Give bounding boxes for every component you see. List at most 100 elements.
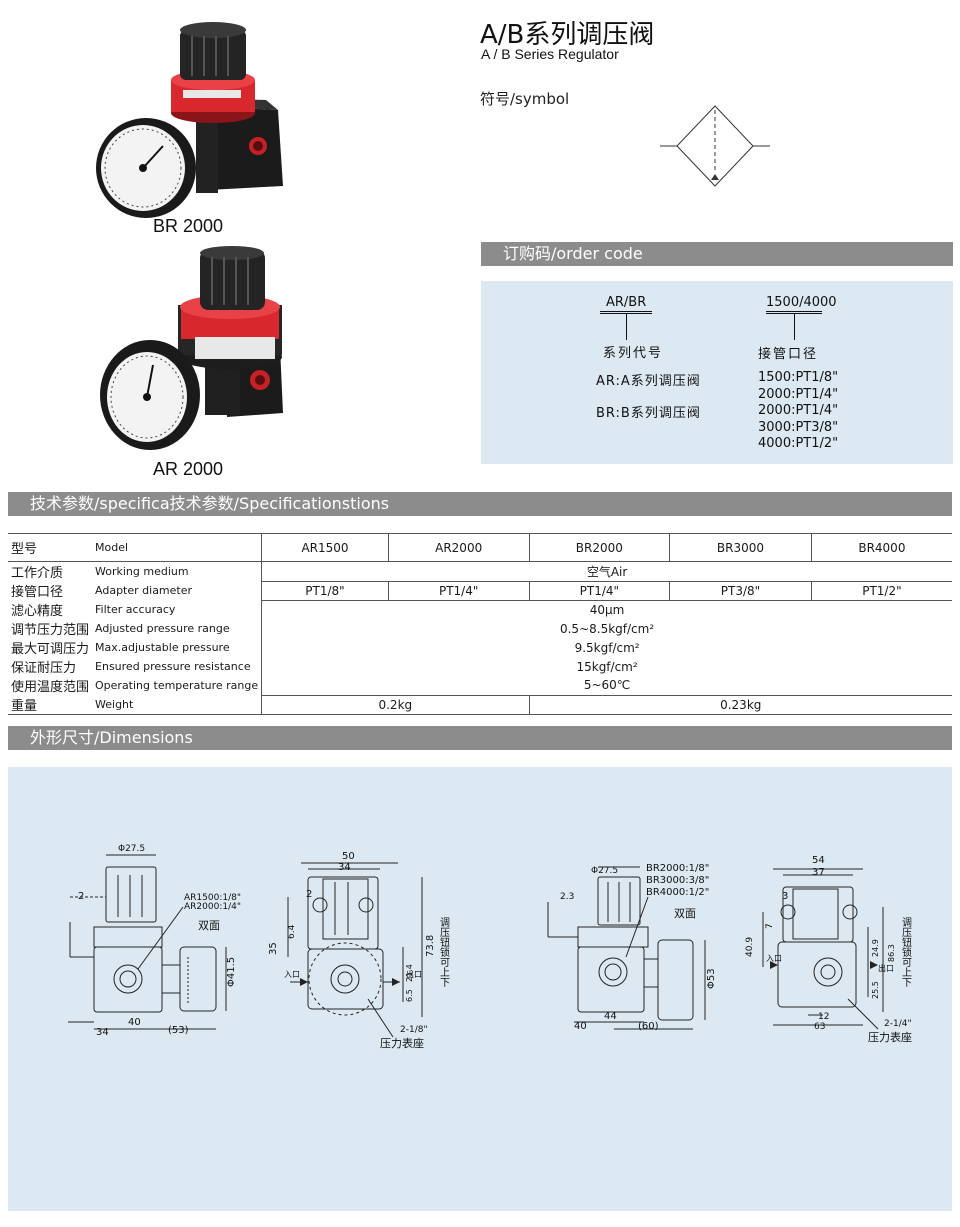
series-code-underline — [600, 311, 652, 314]
dim-label: BR2000:1/8" — [646, 863, 709, 874]
row-value: PT1/8" — [261, 580, 389, 600]
ar2000-label: AR 2000 — [153, 459, 224, 479]
dim-label: 3 — [782, 891, 788, 902]
row-value: 0.2kg — [261, 694, 529, 715]
row-label-cn: 调节压力范围 — [11, 623, 90, 638]
dim-label: 73.8 — [425, 935, 436, 957]
port-code-underline — [766, 311, 822, 314]
regulator-symbol-icon — [660, 105, 770, 187]
table-row: 最大可调压力 Max.adjustable pressure 9.5kgf/cm… — [8, 638, 952, 657]
specs-bar: 技术参数/specifica技术参数/Specificationstions — [8, 492, 952, 516]
table-row: 工作介质 Working medium 空气Air — [8, 561, 952, 581]
row-label-en: Weight — [95, 698, 134, 711]
dim-label: BR3000:3/8" — [646, 875, 709, 886]
dim-label: 44 — [604, 1011, 617, 1022]
dim-label: AR2000:1/4" — [184, 902, 241, 912]
series-code-stem — [626, 314, 627, 340]
row-label-cn: 滤心精度 — [11, 604, 64, 619]
row-value: PT1/4" — [528, 580, 670, 600]
dim-label: 6.5 — [405, 989, 414, 1002]
row-value: 0.5~8.5kgf/cm² — [261, 619, 952, 638]
dimension-drawings: Φ27.5 2 AR1500:1/8" AR2000:1/4" 双面 Φ41.5… — [68, 844, 912, 1050]
dim-label: 7 — [765, 923, 775, 929]
model-cell: BR2000 — [528, 533, 670, 562]
row-label-en: Filter accuracy — [95, 603, 176, 616]
row-label-en: Working medium — [95, 565, 189, 578]
row-label-cn: 保证耐压力 — [11, 661, 77, 676]
order-code-bar: 订购码/order code — [481, 242, 953, 266]
dim-label: 出口 — [878, 963, 894, 973]
dim-label: 40 — [128, 1017, 141, 1028]
dim-label: 入口 — [284, 970, 300, 979]
row-label-cn: 最大可调压力 — [11, 642, 90, 657]
table-row: 调节压力范围 Adjusted pressure range 0.5~8.5kg… — [8, 619, 952, 638]
port-item: 2000:PT1/4" — [758, 403, 839, 418]
dim-label: 调压钮锁可上下 — [900, 917, 912, 988]
dim-label: 调压钮锁可上下 — [438, 917, 450, 988]
port-item: 2000:PT1/4" — [758, 387, 839, 402]
dim-label: AR1500:1/8" — [184, 893, 241, 903]
table-row: 滤心精度 Filter accuracy 40μm — [8, 599, 952, 619]
dimensions-panel — [8, 767, 952, 1211]
row-label-en: Max.adjustable pressure — [95, 641, 230, 654]
row-label-en: Adjusted pressure range — [95, 622, 230, 635]
dim-label: 2 — [306, 889, 312, 900]
symbol-label: 符号/symbol — [480, 90, 570, 108]
model-cell: AR2000 — [387, 533, 529, 562]
dim-label: 12 — [818, 1012, 829, 1022]
port-item: 4000:PT1/2" — [758, 436, 839, 451]
dim-label: 21.4 — [405, 964, 414, 982]
dim-label: 63 — [814, 1022, 825, 1032]
dim-label: 双面 — [674, 907, 696, 920]
dim-label: 34 — [96, 1027, 109, 1038]
row-label-en: Ensured pressure resistance — [95, 660, 251, 673]
dim-label: 40 — [574, 1021, 587, 1032]
row-value: 9.5kgf/cm² — [261, 638, 952, 657]
row-value: 5~60℃ — [261, 676, 952, 695]
page-subtitle: A / B Series Regulator — [481, 46, 619, 62]
ar2000-product-image — [100, 246, 283, 450]
model-cn: 型号 — [11, 542, 38, 557]
dim-label: 54 — [812, 855, 825, 866]
dim-label: 25.5 — [871, 981, 880, 999]
row-label-cn: 重量 — [11, 699, 38, 714]
br2000-label: BR 2000 — [153, 216, 224, 236]
row-label-en: Adapter diameter — [95, 584, 193, 597]
dimensions-bar: 外形尺寸/Dimensions — [8, 726, 952, 750]
dim-label: 40.9 — [745, 937, 755, 957]
series-code: AR/BR — [606, 295, 647, 310]
row-value: PT1/2" — [810, 580, 952, 600]
dim-label: 35 — [268, 942, 279, 955]
row-value: 40μm — [261, 599, 952, 619]
row-value: 空气Air — [261, 561, 952, 581]
row-value: PT3/8" — [669, 580, 812, 600]
dim-label: 2 — [78, 891, 84, 902]
dim-label: Φ27.5 — [591, 866, 618, 876]
table-row: 重量 Weight 0.2kg 0.23kg — [8, 694, 952, 715]
dim-label: 压力表座 — [380, 1036, 424, 1050]
table-row: 保证耐压力 Ensured pressure resistance 15kgf/… — [8, 657, 952, 676]
dim-label: 37 — [812, 867, 825, 878]
dim-label: 50 — [342, 851, 355, 862]
model-cell: BR4000 — [810, 533, 952, 562]
port-code: 1500/4000 — [766, 295, 837, 310]
series-item: AR:A系列调压阀 — [596, 374, 701, 389]
dim-label: (53) — [168, 1025, 189, 1036]
dim-label: Φ53 — [706, 968, 717, 989]
row-label-cn: 接管口径 — [11, 585, 64, 600]
series-item: BR:B系列调压阀 — [596, 406, 701, 421]
row-label-cn: 使用温度范围 — [11, 680, 90, 695]
row-value: 0.23kg — [528, 694, 952, 715]
model-en: Model — [95, 541, 129, 554]
dim-label: Φ41.5 — [226, 957, 237, 987]
table-row: 接管口径 Adapter diameter PT1/8" PT1/4" PT1/… — [8, 580, 952, 600]
model-cell: BR3000 — [669, 533, 812, 562]
dim-label: 34 — [338, 862, 351, 873]
dim-label: 6.4 — [287, 924, 297, 939]
page-title: A/B系列调压阀 — [480, 20, 655, 50]
row-label-en: Operating temperature range — [95, 679, 259, 692]
row-label-cn: 工作介质 — [11, 566, 64, 581]
port-item: 1500:PT1/8" — [758, 370, 839, 385]
port-label: 接管口径 — [758, 347, 819, 362]
br2000-product-image — [96, 22, 283, 218]
